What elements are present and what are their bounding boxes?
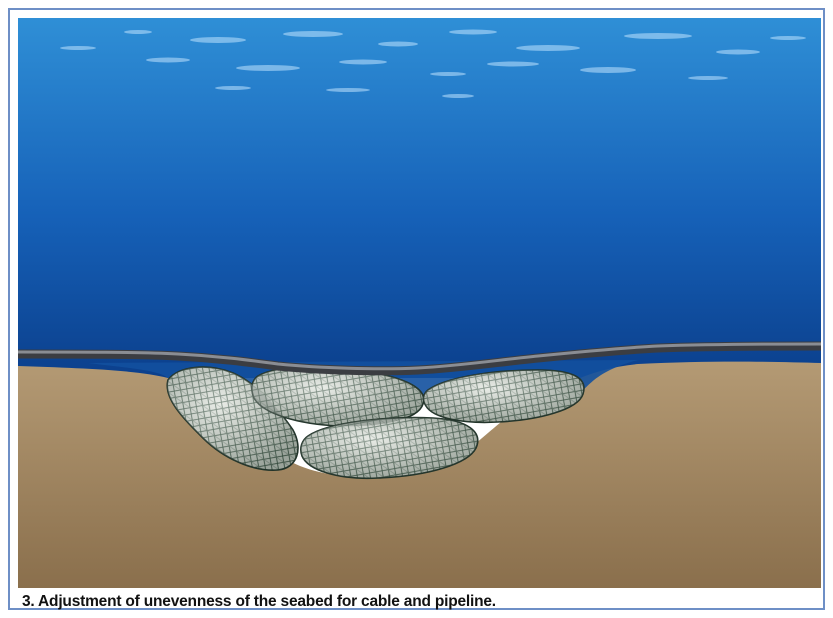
sea-water [18, 18, 821, 378]
seabed-diagram [18, 18, 821, 588]
figure-caption: 3. Adjustment of unevenness of the seabe… [22, 593, 496, 611]
